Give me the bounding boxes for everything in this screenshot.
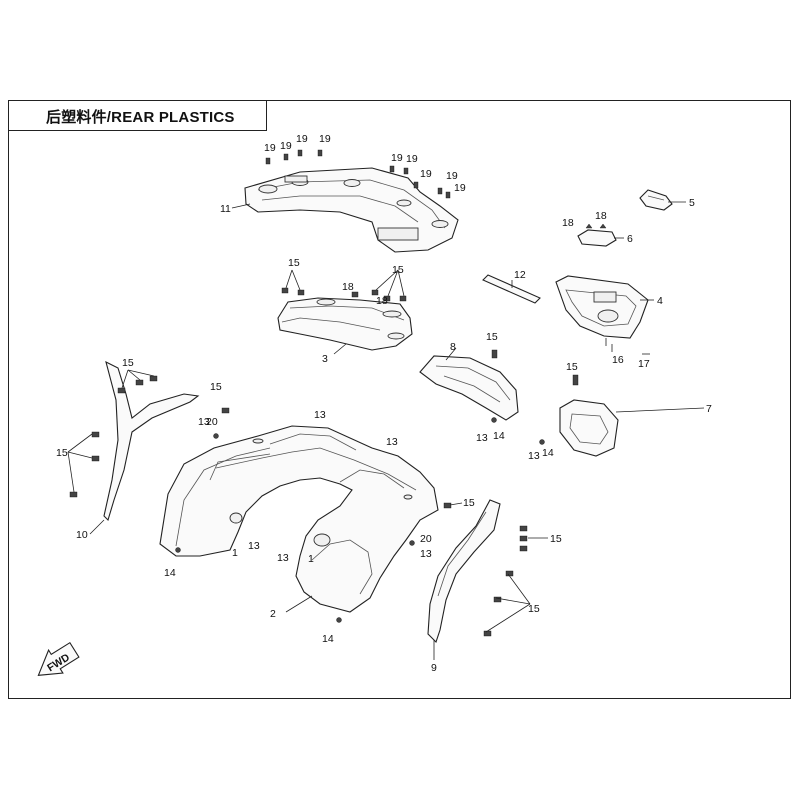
fastener-markers bbox=[69, 149, 545, 637]
callout-13h: 13 bbox=[528, 450, 540, 462]
callout-1a: 1 bbox=[232, 547, 238, 559]
lamp-part bbox=[559, 374, 619, 457]
callout-17: 17 bbox=[638, 358, 650, 370]
callout-19d: 19 bbox=[319, 133, 331, 145]
callout-15b: 15 bbox=[210, 381, 222, 393]
callout-13b: 13 bbox=[314, 409, 326, 421]
callout-14b: 14 bbox=[322, 633, 334, 645]
callout-5: 5 bbox=[689, 197, 695, 209]
callout-15f: 15 bbox=[486, 331, 498, 343]
callout-19f: 19 bbox=[406, 153, 418, 165]
callout-11: 11 bbox=[220, 203, 231, 215]
leader-lines bbox=[67, 201, 705, 660]
callout-14a: 14 bbox=[164, 567, 176, 579]
callout-18d: 18 bbox=[376, 295, 388, 307]
rear-box-part bbox=[555, 275, 649, 346]
callout-6: 6 bbox=[627, 233, 633, 245]
callout-2: 2 bbox=[270, 608, 276, 620]
callout-15d: 15 bbox=[288, 257, 300, 269]
callout-19g: 19 bbox=[420, 168, 432, 180]
callout-15e: 15 bbox=[392, 264, 404, 276]
callout-1b: 1 bbox=[308, 553, 314, 565]
callout-18a: 18 bbox=[562, 217, 574, 229]
trim-rod-part bbox=[482, 274, 541, 304]
callout-19c: 19 bbox=[296, 133, 308, 145]
right-mudflap-part bbox=[427, 499, 501, 644]
latch-plate-part bbox=[577, 223, 617, 247]
callout-15g: 15 bbox=[566, 361, 578, 373]
diagram-frame bbox=[8, 100, 791, 699]
callout-13g: 13 bbox=[476, 432, 488, 444]
callout-13a: 13 bbox=[198, 416, 210, 428]
callout-13d: 13 bbox=[248, 540, 260, 552]
callout-15i: 15 bbox=[550, 533, 562, 545]
callout-16: 16 bbox=[612, 354, 624, 366]
callout-7: 7 bbox=[706, 403, 712, 415]
callout-20b: 20 bbox=[420, 533, 432, 545]
callout-12: 12 bbox=[514, 269, 526, 281]
callout-3: 3 bbox=[322, 353, 328, 365]
callout-10: 10 bbox=[76, 529, 88, 541]
callout-8: 8 bbox=[450, 341, 456, 353]
page-title: 后塑料件/REAR PLASTICS bbox=[46, 109, 235, 126]
callout-18c: 18 bbox=[342, 281, 354, 293]
callout-18b: 18 bbox=[595, 210, 607, 222]
callout-15j: 15 bbox=[528, 603, 540, 615]
callout-9: 9 bbox=[431, 662, 437, 674]
callout-15c: 15 bbox=[56, 447, 68, 459]
rear-panel-part bbox=[277, 297, 413, 351]
small-bracket-part bbox=[639, 189, 673, 211]
callout-20a: 20 bbox=[206, 416, 218, 428]
light-housing-part bbox=[419, 349, 519, 421]
callout-14c: 14 bbox=[493, 430, 505, 442]
rear-rack-part bbox=[244, 167, 459, 253]
callout-13e: 13 bbox=[277, 552, 289, 564]
callout-19h: 19 bbox=[446, 170, 458, 182]
title-box bbox=[8, 100, 267, 131]
callout-19b: 19 bbox=[280, 140, 292, 152]
callout-19e: 19 bbox=[391, 152, 403, 164]
callout-19a: 19 bbox=[264, 142, 276, 154]
callout-14d: 14 bbox=[542, 447, 554, 459]
fwd-arrow: FWD bbox=[37, 641, 80, 676]
callout-15h: 15 bbox=[463, 497, 475, 509]
callout-4: 4 bbox=[657, 295, 663, 307]
callout-labels: 1 1 2 3 4 5 6 7 8 9 10 11 12 13 13 13 13… bbox=[56, 133, 712, 674]
callout-13c: 13 bbox=[386, 436, 398, 448]
left-mudflap-part bbox=[103, 360, 200, 522]
callout-19i: 19 bbox=[454, 182, 466, 194]
callout-15a: 15 bbox=[122, 357, 134, 369]
callout-13f: 13 bbox=[420, 548, 432, 560]
rear-fender-part bbox=[159, 425, 439, 613]
